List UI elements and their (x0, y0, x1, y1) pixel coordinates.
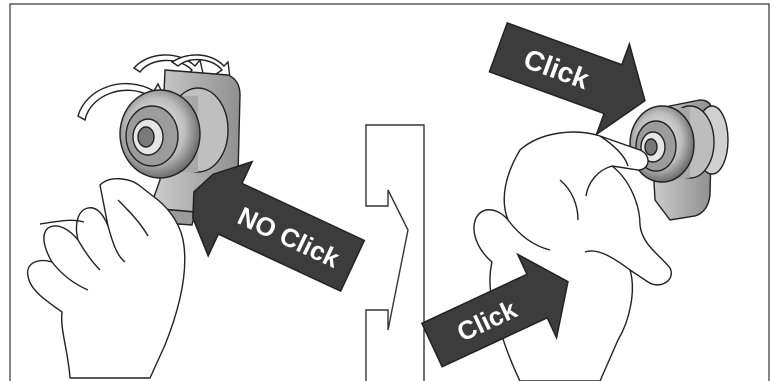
big-right-arrow-icon (366, 125, 424, 381)
left-panel: NO Click (28, 55, 375, 378)
bearing (120, 88, 228, 178)
bearing-right (630, 106, 714, 182)
left-hand (28, 179, 185, 378)
right-panel: Click Click (413, 2, 728, 381)
right-hand (474, 132, 671, 381)
